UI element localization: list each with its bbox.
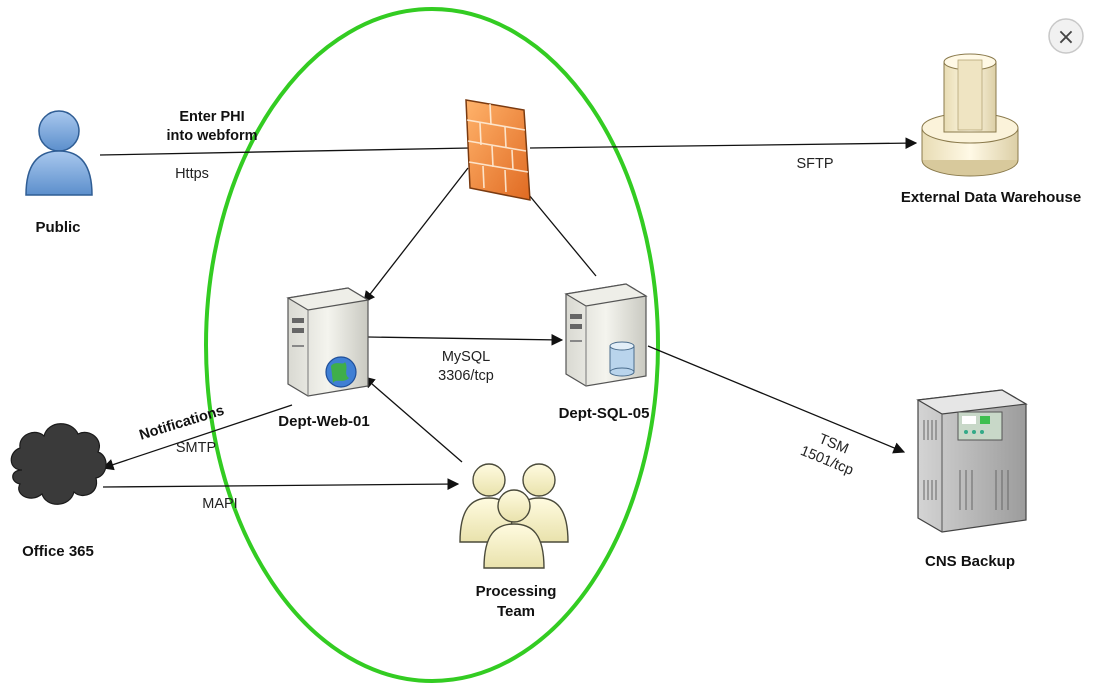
node-label-office: Office 365 xyxy=(22,543,94,560)
backup-server-icon xyxy=(916,389,1028,533)
edge-team-web xyxy=(363,376,463,463)
node-label-team-line2: Team xyxy=(497,603,535,620)
node-label-web-server: Dept-Web-01 xyxy=(278,413,369,430)
user-icon xyxy=(25,110,93,196)
edge-web-office xyxy=(101,404,293,471)
node-label-public: Public xyxy=(35,219,80,236)
edge-label-https: Https xyxy=(175,166,209,182)
edge-label-webform-line2: into webform xyxy=(166,128,257,144)
edge-label-sftp: SFTP xyxy=(796,156,833,172)
edge-public-firewall xyxy=(99,147,471,156)
edge-label-mysql-line2: 3306/tcp xyxy=(438,368,494,384)
edge-firewall-web xyxy=(363,167,469,303)
edge-label-mysql-line1: MySQL xyxy=(442,349,490,365)
edge-office-team xyxy=(102,478,460,490)
close-button[interactable]: × xyxy=(1048,18,1084,54)
edge-label-mapi: MAPI xyxy=(202,496,237,512)
node-label-warehouse: External Data Warehouse xyxy=(901,189,1081,206)
firewall-icon xyxy=(465,99,531,201)
edge-web-sql xyxy=(367,333,564,346)
node-label-backup: CNS Backup xyxy=(925,553,1015,570)
web-server-icon xyxy=(286,287,370,397)
cloud-icon xyxy=(10,423,107,505)
edge-label-webform-line1: Enter PHI xyxy=(179,109,244,125)
edge-sql-backup xyxy=(647,345,906,454)
close-icon[interactable]: × xyxy=(1057,25,1075,50)
node-label-sql-server: Dept-SQL-05 xyxy=(559,405,650,422)
edge-label-smtp: SMTP xyxy=(176,440,216,456)
trust-boundary xyxy=(204,7,660,683)
sql-server-icon xyxy=(564,283,648,387)
edge-firewall-warehouse xyxy=(529,137,918,149)
node-label-team-line1: Processing xyxy=(476,583,557,600)
team-icon xyxy=(459,463,569,569)
data-warehouse-icon xyxy=(921,53,1019,177)
